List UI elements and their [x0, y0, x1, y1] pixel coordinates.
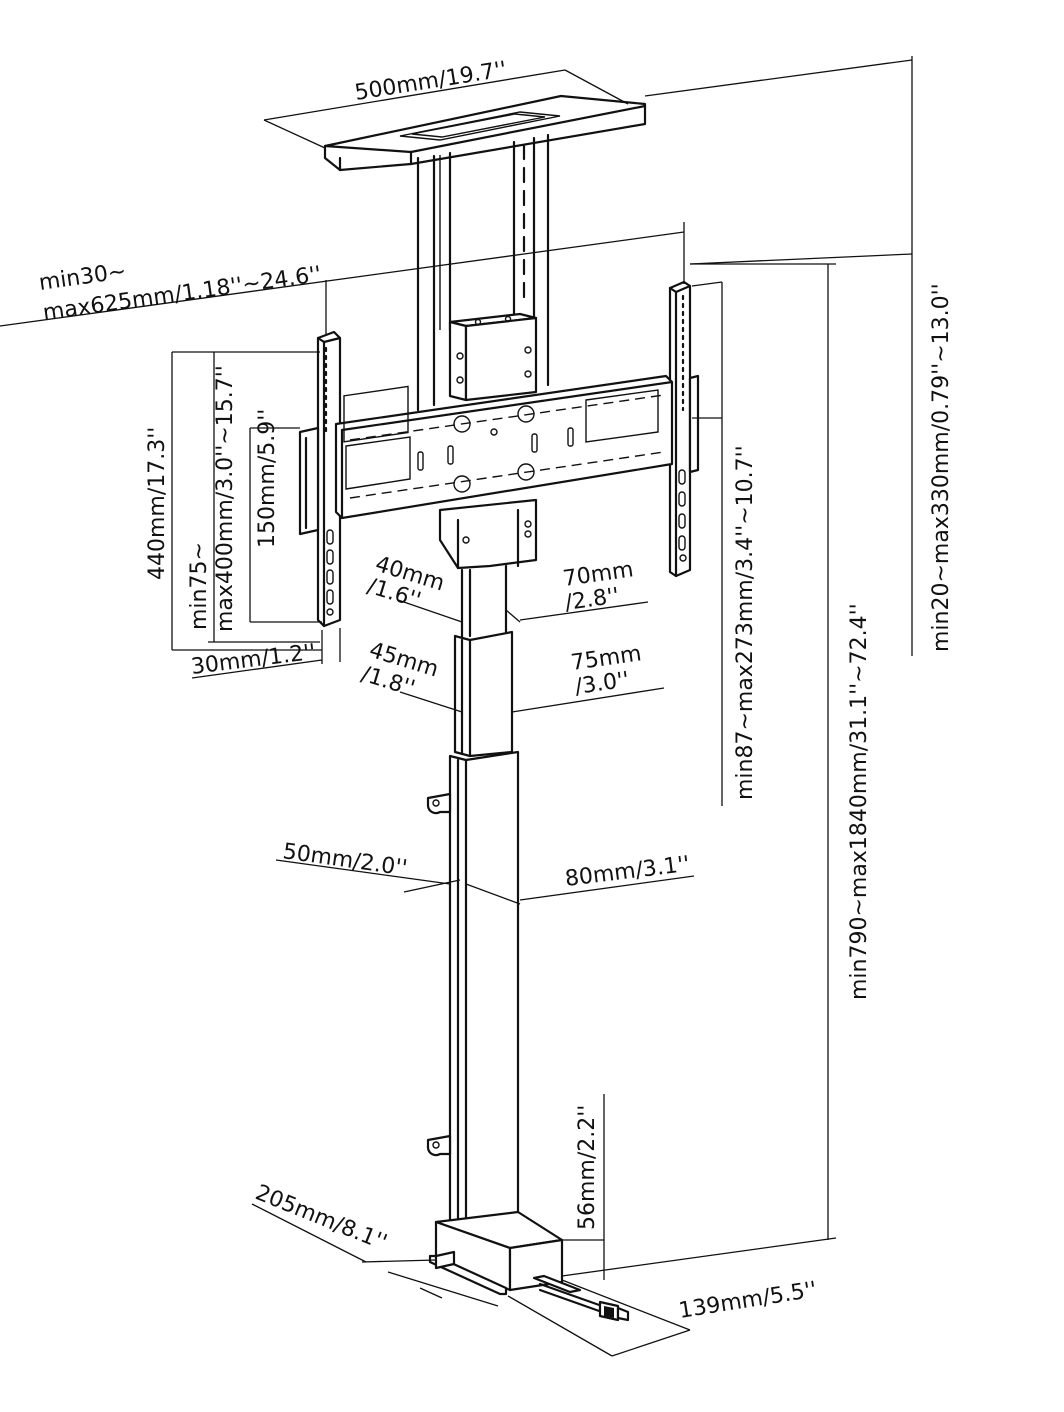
label-arm-height: 150mm/5.9'': [255, 409, 280, 548]
upper-column: [416, 133, 550, 412]
ceiling-plate: [323, 94, 647, 172]
label-tube3-width: 80mm/3.1'': [564, 852, 691, 892]
left-vesa-arm: [298, 330, 342, 628]
label-vesa-vertical-min: min75~: [187, 542, 212, 630]
carriage-block: [448, 312, 538, 402]
label-arm-width: 30mm/1.2'': [190, 640, 317, 680]
label-base-height: 56mm/2.2'': [575, 1105, 600, 1230]
label-base-depth: 205mm/8.1'': [252, 1180, 391, 1255]
tv-mounting-bracket: [334, 374, 674, 520]
label-total-height: min790~max1840mm/31.1''~72.4'': [847, 603, 872, 1000]
label-tube3-depth: 50mm/2.0'': [281, 839, 409, 881]
label-mount-offset: min87~max273mm/3.4''~10.7'': [733, 445, 758, 800]
right-vesa-arm: [668, 280, 700, 578]
label-bracket-height: 440mm/17.3'': [145, 427, 170, 580]
base-box: [428, 1210, 630, 1322]
label-base-width: 139mm/5.5'': [677, 1277, 819, 1323]
dimension-lines: [0, 56, 913, 1357]
label-top-gap: min20~max330mm/0.79''~13.0'': [929, 283, 954, 652]
label-top-plate-width: 500mm/19.7'': [353, 57, 508, 106]
lift-column: [426, 498, 538, 1226]
label-vesa-vertical-max: max400mm/3.0''~15.7'': [213, 365, 238, 632]
